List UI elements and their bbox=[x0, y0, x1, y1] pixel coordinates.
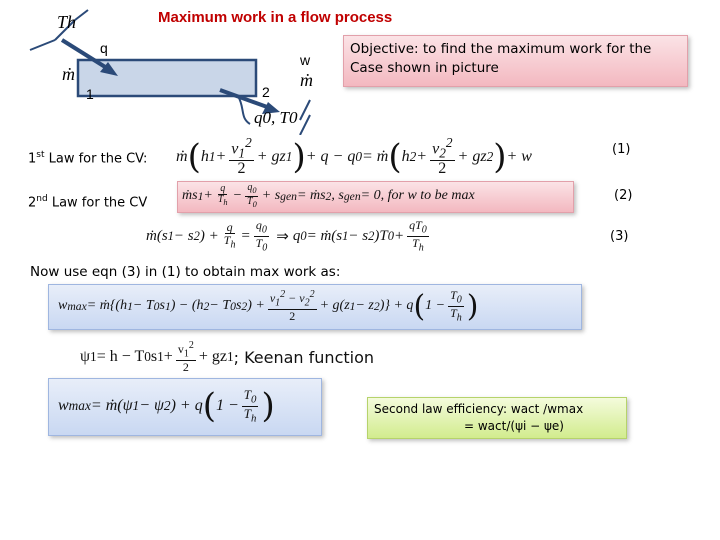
first-law-label: 1st Law for the CV: bbox=[28, 150, 148, 167]
objective-line-2: Case shown in picture bbox=[350, 60, 499, 76]
flow-diagram bbox=[29, 9, 311, 135]
keenan-label: ; Keenan function bbox=[233, 347, 375, 367]
wmax-psi-box bbox=[48, 378, 322, 436]
second-law-box bbox=[177, 181, 574, 213]
efficiency-line-2: = wact/(ψi − ψe) bbox=[464, 419, 564, 433]
second-law-label: 2nd Law for the CV bbox=[28, 194, 148, 211]
eq1-number: (1) bbox=[612, 142, 631, 157]
instruction-text: Now use eqn (3) in (1) to obtain max wor… bbox=[30, 264, 341, 280]
objective-box: Objective: to find the maximum work for … bbox=[343, 35, 688, 87]
heat-arrow bbox=[60, 38, 112, 72]
q-label: q bbox=[100, 40, 108, 56]
th-label: Th bbox=[57, 12, 77, 32]
w-label: w bbox=[300, 52, 311, 68]
page-title: Maximum work in a flow process bbox=[158, 9, 393, 26]
work-arrow bbox=[219, 88, 271, 110]
eq2-number: (2) bbox=[614, 188, 633, 203]
efficiency-line-1: Second law efficiency: wact /wmax bbox=[374, 402, 584, 416]
mdot-in-label: ṁ bbox=[62, 64, 75, 84]
state-1-label: 1 bbox=[86, 86, 94, 102]
wmax-expanded-box bbox=[48, 284, 582, 330]
objective-line-1: Objective: to find the maximum work for … bbox=[350, 41, 652, 57]
mdot-out-label: ṁ bbox=[300, 70, 313, 90]
eq3-number: (3) bbox=[610, 229, 629, 244]
q0-t0-label: q0, T0 bbox=[254, 108, 298, 127]
state-2-label: 2 bbox=[262, 84, 270, 100]
efficiency-box: Second law efficiency: wact /wmax = wact… bbox=[367, 397, 627, 439]
surroundings-arrow bbox=[237, 95, 251, 125]
